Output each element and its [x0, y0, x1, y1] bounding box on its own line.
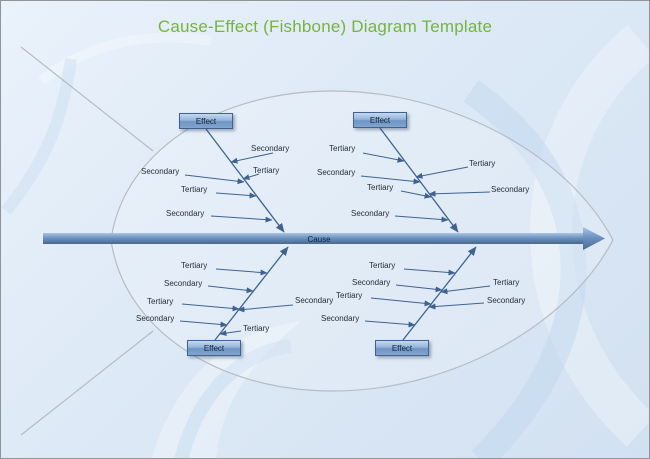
branch-label: Secondary	[251, 144, 290, 153]
branch-arrow	[415, 166, 469, 179]
bone-top-left	[205, 128, 285, 233]
branch-label: Tertiary	[181, 261, 208, 270]
effect-box-bottom-left: Effect	[187, 340, 241, 356]
branch-label: Secondary	[317, 168, 356, 177]
branch-arrow	[440, 285, 491, 295]
branch-arrow	[181, 303, 240, 312]
branch-arrow	[428, 190, 491, 197]
effect-box-top-left: Effect	[179, 113, 233, 129]
branch-label: Tertiary	[369, 261, 396, 270]
branch-arrow	[215, 268, 268, 276]
branch-label: Tertiary	[329, 144, 356, 153]
branch-arrow	[400, 190, 432, 199]
branch-arrow	[242, 173, 260, 180]
diagram-title: Cause-Effect (Fishbone) Diagram Template	[157, 17, 493, 36]
branch-arrow	[360, 175, 421, 185]
branch-arrow	[428, 302, 485, 310]
branch-arrow	[219, 330, 242, 337]
branch-label: Tertiary	[253, 166, 280, 175]
branch-arrow	[395, 284, 443, 293]
branch-arrow	[184, 174, 245, 185]
branch-label: Secondary	[352, 278, 391, 287]
branch-arrow	[210, 215, 273, 223]
branch-arrow	[237, 304, 294, 313]
branch-arrow	[394, 215, 449, 223]
effect-box-top-right: Effect	[353, 112, 407, 128]
branch-arrow	[230, 152, 274, 164]
branch-label: Secondary	[351, 209, 390, 218]
branch-label: Tertiary	[367, 183, 394, 192]
background-swirls	[1, 24, 649, 458]
branch-label: Secondary	[487, 296, 526, 305]
branch-arrow	[364, 320, 416, 328]
branch-label: Secondary	[141, 167, 180, 176]
branch-arrow	[207, 285, 254, 294]
branch-label: Tertiary	[493, 278, 520, 287]
branch-label: Tertiary	[336, 291, 363, 300]
branch-label: Tertiary	[181, 185, 208, 194]
cause-spine-label: Cause	[307, 235, 331, 244]
spine-arrow	[43, 227, 605, 250]
branch-label: Secondary	[491, 185, 530, 194]
branch-arrow	[215, 192, 257, 199]
branch-label: Secondary	[164, 279, 203, 288]
effect-box-bottom-right: Effect	[375, 340, 429, 356]
branch-arrow	[362, 152, 405, 163]
branch-label: Tertiary	[243, 324, 270, 333]
branch-label: Secondary	[321, 314, 360, 323]
branch-arrows	[179, 152, 491, 337]
branch-arrow	[403, 268, 456, 276]
branch-label: Tertiary	[147, 297, 174, 306]
branch-label: Tertiary	[469, 159, 496, 168]
branch-label: Secondary	[136, 314, 175, 323]
branch-arrow	[179, 320, 228, 328]
branch-label: Secondary	[166, 209, 205, 218]
branch-label: Secondary	[295, 296, 334, 305]
branch-arrow	[370, 297, 432, 307]
